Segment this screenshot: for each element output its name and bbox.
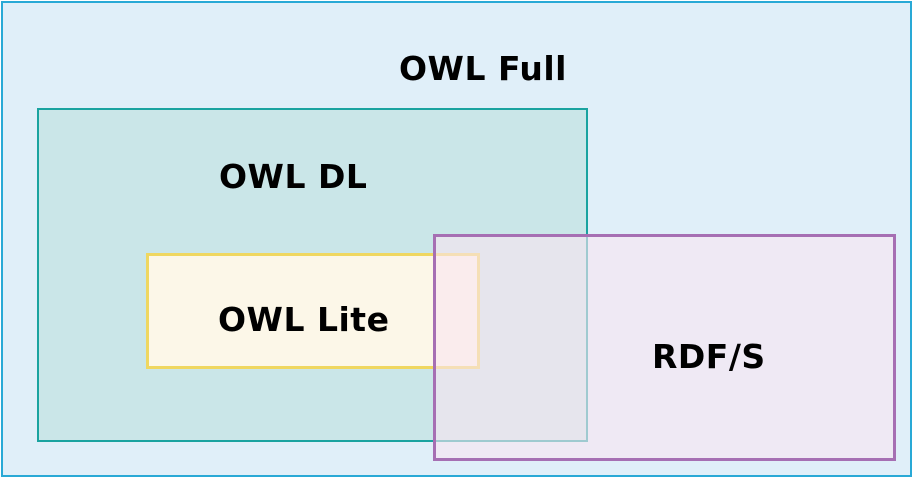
owl-lite-region <box>146 253 480 369</box>
rdfs-region <box>433 234 896 461</box>
owl-dl-label: OWL DL <box>219 157 368 196</box>
owl-lite-label: OWL Lite <box>218 300 390 339</box>
rdfs-label: RDF/S <box>652 337 766 376</box>
owl-full-label: OWL Full <box>399 49 567 88</box>
